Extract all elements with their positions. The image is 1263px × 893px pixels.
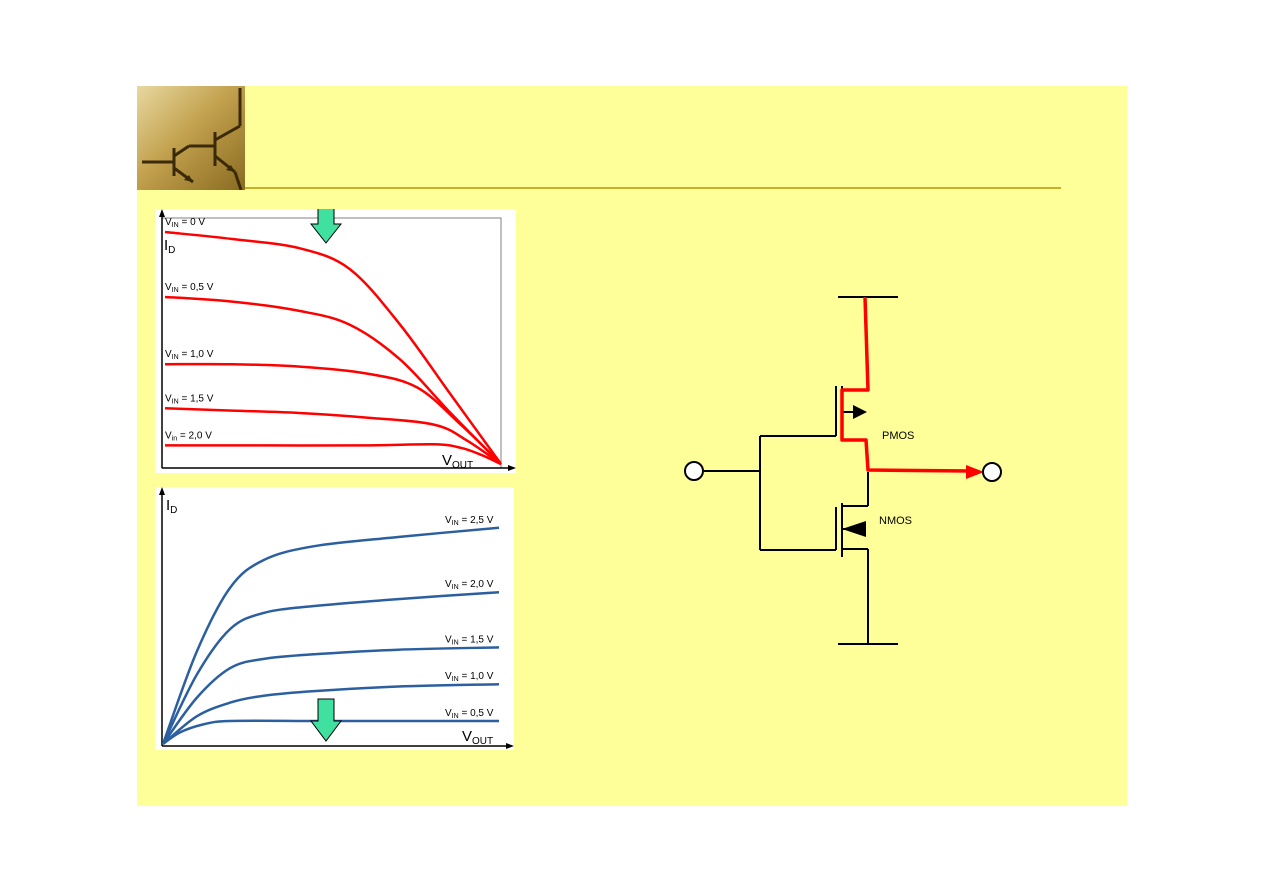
pmos-id-chart: VIN = 0 V VIN = 0,5 V VIN = 1,0 V VIN = 1,5… bbox=[155, 209, 516, 473]
y-axis-arrowhead bbox=[159, 487, 165, 495]
series-line-2 bbox=[161, 590, 500, 745]
x-axis-arrowhead bbox=[508, 465, 516, 471]
nmos-id-chart: VIN = 2,5 V VIN = 2,0 V VIN = 1,5 V VIN = 1… bbox=[155, 487, 514, 750]
pmos-body-arrow-icon bbox=[853, 405, 867, 419]
current-path bbox=[840, 296, 971, 473]
input-terminal bbox=[684, 461, 704, 481]
series-line-4 bbox=[164, 407, 502, 466]
series-label-2: VIN = 0,5 V bbox=[165, 282, 214, 294]
down-arrow-marker-icon bbox=[309, 209, 343, 244]
current-arrow-icon bbox=[966, 465, 984, 479]
x-axis-label: VOUT bbox=[462, 728, 493, 747]
nmos-label: NMOS bbox=[879, 515, 912, 527]
y-axis-arrowhead bbox=[159, 209, 165, 217]
y-axis-label: ID bbox=[166, 497, 177, 516]
series-line-2 bbox=[164, 295, 502, 465]
x-axis-label: VOUT bbox=[442, 452, 473, 471]
series-line-5 bbox=[164, 442, 502, 466]
plot-frame bbox=[161, 217, 502, 469]
output-terminal bbox=[982, 462, 1002, 482]
series-line-1 bbox=[161, 526, 500, 745]
down-arrow-marker-icon bbox=[310, 698, 342, 742]
title-rule bbox=[245, 187, 1061, 189]
series-label-1: VIN = 2,5 V bbox=[445, 515, 494, 527]
x-axis-arrowhead bbox=[506, 743, 514, 749]
transistor-pair-logo-icon bbox=[137, 86, 245, 190]
y-axis-label: ID bbox=[164, 237, 175, 256]
series-label-5: VIN = 0,5 V bbox=[445, 708, 494, 720]
series-line-5 bbox=[162, 719, 499, 746]
series-label-4: VIN = 1,0 V bbox=[445, 671, 494, 683]
pmos-label: PMOS bbox=[882, 430, 914, 442]
nmos-body-arrow-icon bbox=[842, 521, 866, 537]
cmos-inverter-schematic: PMOS NMOS bbox=[684, 296, 1002, 645]
series-label-1: VIN = 0 V bbox=[165, 217, 205, 229]
series-line-3 bbox=[164, 362, 502, 465]
series-label-5: Vin = 2,0 V bbox=[165, 430, 212, 442]
series-label-3: VIN = 1,5 V bbox=[445, 634, 494, 646]
series-label-2: VIN = 2,0 V bbox=[445, 579, 494, 591]
series-label-3: VIN = 1,0 V bbox=[165, 349, 214, 361]
series-line-4 bbox=[162, 682, 500, 745]
series-line-1 bbox=[164, 230, 503, 465]
series-line-3 bbox=[161, 646, 500, 745]
series-label-4: VIN = 1,5 V bbox=[165, 393, 214, 405]
